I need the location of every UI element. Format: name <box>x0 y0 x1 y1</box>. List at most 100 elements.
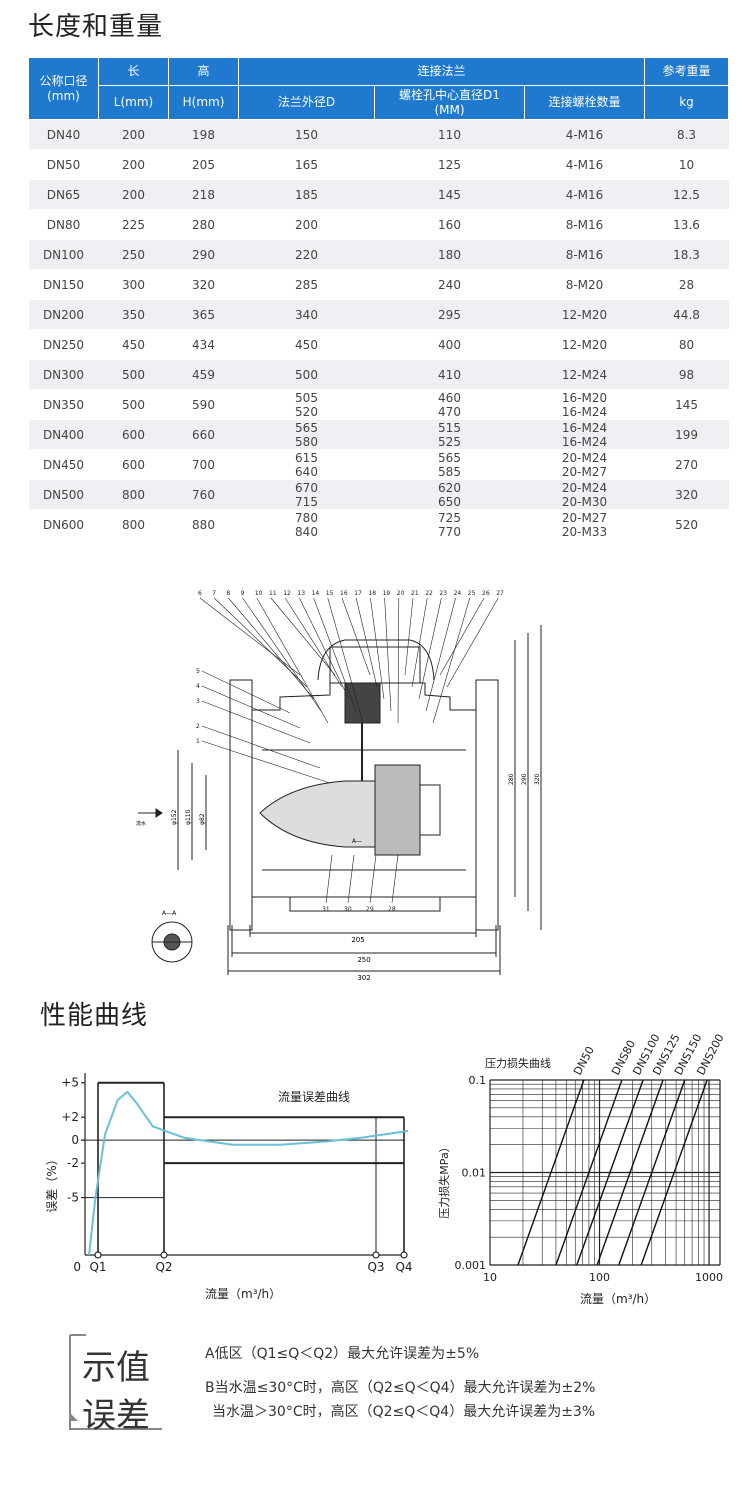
table-cell-kg: 18.3 <box>644 239 729 270</box>
table-cell-bolts: 12-M20 <box>524 329 645 360</box>
part-number: 21 <box>411 590 419 597</box>
part-number: 14 <box>312 590 320 597</box>
table-cell-dn: DN250 <box>28 329 99 360</box>
part-number: 18 <box>368 590 376 597</box>
table-cell-d: 200 <box>238 209 375 240</box>
table-cell-d1: 460 470 <box>374 389 525 420</box>
part-number: 24 <box>454 590 462 597</box>
dim-bottom-1: 205 <box>351 936 364 944</box>
table-cell-dn: DN350 <box>28 389 99 420</box>
table-cell-h: 880 <box>168 509 239 540</box>
table-cell-l: 600 <box>98 419 169 450</box>
pressure-series-label: DN50 <box>571 1044 597 1077</box>
pressure-chart-xlabel: 流量（m³/h） <box>580 1292 656 1306</box>
part-number: 6 <box>198 590 202 597</box>
header-height-unit: H(mm) <box>168 85 239 120</box>
table-cell-d: 285 <box>238 269 375 300</box>
part-number: 3 <box>196 698 200 705</box>
part-number: 10 <box>255 590 263 597</box>
table-cell-l: 500 <box>98 359 169 390</box>
table-cell-h: 198 <box>168 119 239 150</box>
part-number: 2 <box>196 723 200 730</box>
table-cell-l: 250 <box>98 239 169 270</box>
error-x-marker <box>400 1251 408 1259</box>
accuracy-box-frame <box>69 1334 162 1430</box>
error-x-marker <box>372 1251 380 1259</box>
table-cell-kg: 320 <box>644 479 729 510</box>
part-number: 5 <box>196 668 200 675</box>
section-marker: A— <box>352 838 362 845</box>
section-label: A—A <box>162 910 177 917</box>
table-cell-d1: 180 <box>374 239 525 270</box>
table-cell-kg: 520 <box>644 509 729 540</box>
error-chart-title: 流量误差曲线 <box>278 1090 350 1104</box>
table-cell-bolts: 8-M16 <box>524 239 645 270</box>
table-cell-bolts: 12-M24 <box>524 359 645 390</box>
table-cell-d1: 725 770 <box>374 509 525 540</box>
table-cell-d: 165 <box>238 149 375 180</box>
meter-body <box>251 682 477 898</box>
table-cell-kg: 10 <box>644 149 729 180</box>
pressure-x-tick: 1000 <box>695 1271 723 1284</box>
pressure-series-line <box>640 1079 708 1266</box>
table-cell-bolts: 4-M16 <box>524 149 645 180</box>
table-cell-d: 340 <box>238 299 375 330</box>
pressure-x-tick: 10 <box>483 1271 497 1284</box>
left-flange <box>229 679 253 931</box>
table-cell-l: 800 <box>98 479 169 510</box>
header-length: 长 <box>98 57 169 86</box>
error-x-tick: Q2 <box>155 1260 172 1274</box>
error-y-tick: -2 <box>67 1156 79 1170</box>
error-chart-ylabel: 误差（%） <box>45 1153 59 1212</box>
table-cell-d1: 145 <box>374 179 525 210</box>
error-y-tick: +2 <box>61 1110 79 1124</box>
table-cell-l: 225 <box>98 209 169 240</box>
error-x-tick: Q1 <box>89 1260 106 1274</box>
header-flange-od: 法兰外径D <box>238 85 375 120</box>
table-cell-d: 150 <box>238 119 375 150</box>
table-cell-l: 200 <box>98 149 169 180</box>
table-cell-bolts: 20-M27 20-M33 <box>524 509 645 540</box>
table-cell-d: 450 <box>238 329 375 360</box>
error-x-tick: Q3 <box>367 1260 384 1274</box>
table-cell-dn: DN600 <box>28 509 99 540</box>
flow-label: 流水 <box>136 820 146 827</box>
part-number: 31 <box>322 906 330 913</box>
error-x-marker <box>94 1251 102 1259</box>
table-cell-d1: 110 <box>374 119 525 150</box>
header-bolt-count: 连接螺栓数量 <box>523 85 646 120</box>
part-number: 13 <box>297 590 305 597</box>
table-cell-d: 185 <box>238 179 375 210</box>
table-cell-kg: 44.8 <box>644 299 729 330</box>
part-number: 23 <box>439 590 447 597</box>
table-cell-l: 200 <box>98 119 169 150</box>
table-cell-d1: 410 <box>374 359 525 390</box>
part-number: 27 <box>496 590 504 597</box>
error-curve-line <box>88 1090 409 1256</box>
table-cell-bolts: 4-M16 <box>524 179 645 210</box>
pressure-series-line <box>576 1079 644 1266</box>
accuracy-note-1: A低区（Q1≤Q＜Q2）最大允许误差为±5% <box>205 1346 480 1362</box>
dim-left-1: φ152 <box>171 809 178 825</box>
part-number: 25 <box>468 590 476 597</box>
table-cell-kg: 13.6 <box>644 209 729 240</box>
error-y-tick: -5 <box>67 1191 79 1205</box>
table-cell-dn: DN100 <box>28 239 99 270</box>
pressure-chart-ylabel: 压力损失MPa） <box>437 1141 451 1218</box>
table-cell-l: 500 <box>98 389 169 420</box>
part-number: 17 <box>354 590 362 597</box>
table-cell-dn: DN40 <box>28 119 99 150</box>
dim-right-2: 290 <box>521 773 528 785</box>
